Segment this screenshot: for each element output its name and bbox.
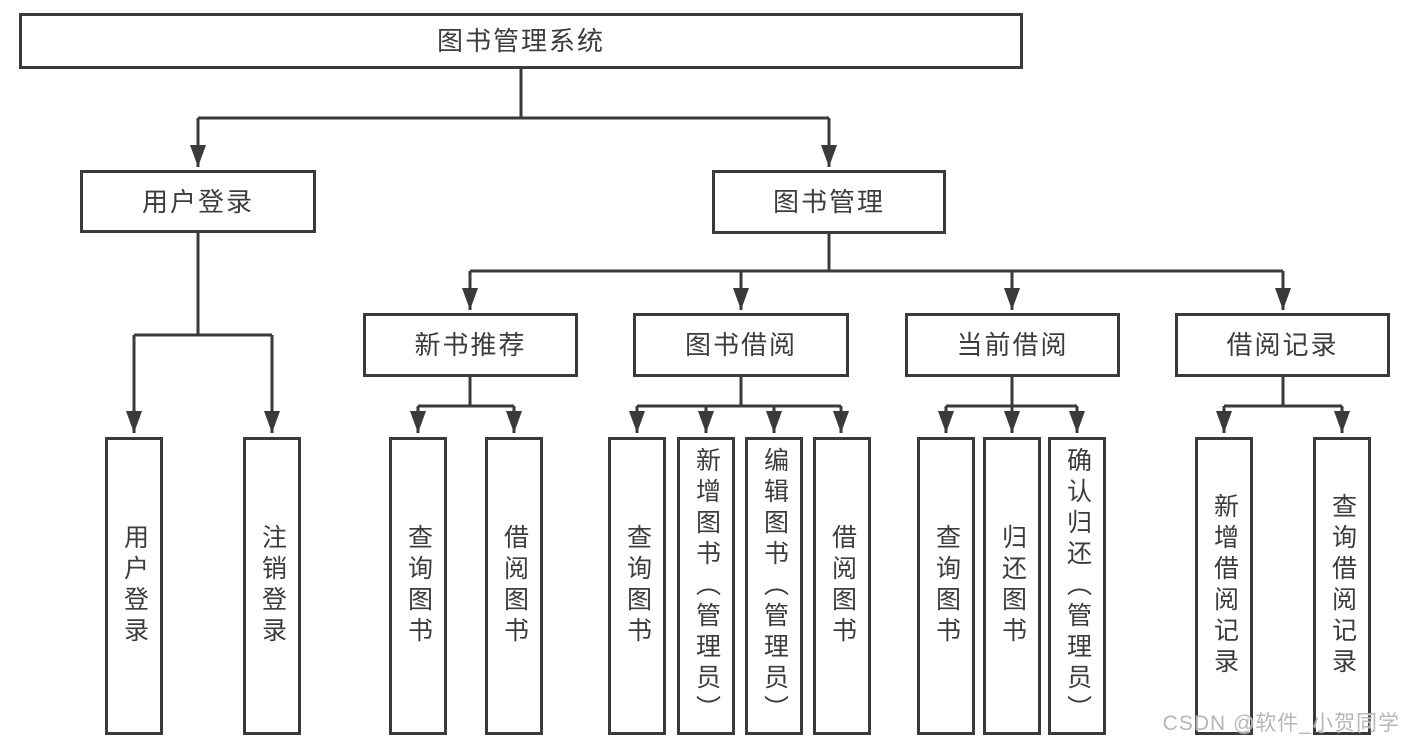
watermark: CSDN @软件_小贺同学 <box>1162 712 1400 735</box>
node-leaf-borrow-books: 借阅图书 <box>813 437 871 735</box>
node-leaf-confirm-return-admin: 确认归还（管理员） <box>1048 437 1106 735</box>
node-leaf-query-borrow-record: 查询借阅记录 <box>1313 437 1371 735</box>
node-user-login: 用户登录 <box>80 170 316 233</box>
node-root: 图书管理系统 <box>19 13 1023 69</box>
node-borrow-records: 借阅记录 <box>1175 313 1390 377</box>
node-book-management: 图书管理 <box>712 170 946 234</box>
node-leaf-add-borrow-record: 新增借阅记录 <box>1195 437 1253 735</box>
node-book-borrow: 图书借阅 <box>633 313 849 377</box>
node-new-book-recommend: 新书推荐 <box>363 313 578 377</box>
node-leaf-query-books-recommend: 查询图书 <box>389 437 447 735</box>
node-leaf-add-book-admin: 新增图书（管理员） <box>677 437 735 735</box>
node-leaf-query-books-borrow: 查询图书 <box>608 437 666 735</box>
node-leaf-return-books: 归还图书 <box>983 437 1041 735</box>
node-leaf-user-login: 用户登录 <box>105 437 163 735</box>
node-leaf-logout: 注销登录 <box>243 437 301 735</box>
node-leaf-query-books-current: 查询图书 <box>917 437 975 735</box>
node-leaf-edit-book-admin: 编辑图书（管理员） <box>745 437 803 735</box>
node-current-borrow: 当前借阅 <box>905 313 1120 377</box>
node-leaf-borrow-books-recommend: 借阅图书 <box>485 437 543 735</box>
